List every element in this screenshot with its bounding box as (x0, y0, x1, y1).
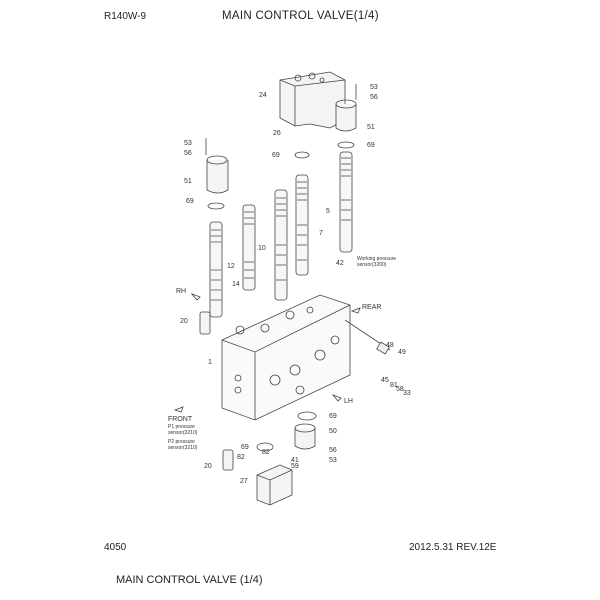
direction-rear: REAR (362, 304, 382, 311)
valve-block-24 (279, 71, 346, 129)
page-title: MAIN CONTROL VALVE(1/4) (222, 10, 379, 22)
part-label: 51 (367, 124, 375, 131)
cap-51-right (335, 84, 357, 132)
part-label: 56 (329, 447, 337, 454)
part-label: 69 (186, 198, 194, 205)
model-number: R140W-9 (104, 11, 147, 22)
part-label: 53 (184, 140, 192, 147)
part-label: 7 (319, 230, 323, 237)
plug-20-upper (199, 311, 211, 335)
part-label: 45 (381, 377, 389, 384)
arrow-front-icon (173, 406, 184, 413)
p1-pressure-sensor-note: P1 pressure sensor(3210) (168, 424, 198, 436)
part-label: 24 (259, 92, 267, 99)
part-label: 50 (329, 428, 337, 435)
part-label: 5 (326, 208, 330, 215)
part-label: 42 (336, 260, 344, 267)
part-label: 56 (184, 150, 192, 157)
part-label: 20 (180, 318, 188, 325)
part-label: 53 (329, 457, 337, 464)
rod-48 (344, 319, 391, 355)
part-label: 49 (398, 349, 406, 356)
part-label: 33 (403, 390, 411, 397)
part-label: 27 (240, 478, 248, 485)
direction-front: FRONT (168, 416, 193, 423)
part-label: 14 (232, 281, 240, 288)
direction-rh: RH (176, 288, 187, 295)
part-label: 51 (184, 178, 192, 185)
cap-50 (294, 423, 316, 450)
main-body-1 (221, 294, 351, 421)
diagram-caption: MAIN CONTROL VALVE (1/4) (116, 574, 263, 586)
part-label: 1 (208, 359, 212, 366)
part-label: 48 (386, 342, 394, 349)
cap-51-left (205, 138, 229, 194)
arrow-lh-icon (331, 394, 342, 402)
arrow-rear-icon (350, 307, 361, 314)
spool-5 (337, 141, 355, 253)
block-27 (256, 464, 293, 506)
direction-lh: LH (344, 398, 353, 405)
part-label: 56 (370, 94, 378, 101)
arrow-rh-icon (190, 293, 201, 301)
part-label: 53 (370, 84, 378, 91)
part-label: 81 (390, 382, 398, 389)
part-label: 69 (367, 142, 375, 149)
working-pressure-sensor-note: Working pressure sensor(3200) (357, 256, 397, 268)
spool-7 (294, 151, 310, 276)
o-ring-69-bottom (256, 442, 274, 452)
revision-date: 2012.5.31 REV.12E (409, 542, 497, 553)
part-label: 69 (241, 444, 249, 451)
spool-14 (207, 202, 225, 318)
p2-pressure-sensor-note: P2 pressure sensor(3210) (168, 439, 198, 451)
o-ring-69-lower (297, 411, 317, 421)
part-label: 82 (237, 454, 245, 461)
part-label: 69 (272, 152, 280, 159)
part-label: 41 (291, 457, 299, 464)
spool-12 (242, 204, 256, 291)
part-label: 82 (262, 449, 270, 456)
page-number: 4050 (104, 542, 127, 553)
part-label: 58 (396, 386, 404, 393)
part-label: 59 (291, 463, 299, 470)
spool-10 (274, 189, 288, 301)
part-label: 10 (258, 245, 266, 252)
part-label: 69 (329, 413, 337, 420)
part-label: 26 (273, 130, 281, 137)
part-label: 20 (204, 463, 212, 470)
part-label: 12 (227, 263, 235, 270)
plug-20-lower (222, 449, 234, 471)
